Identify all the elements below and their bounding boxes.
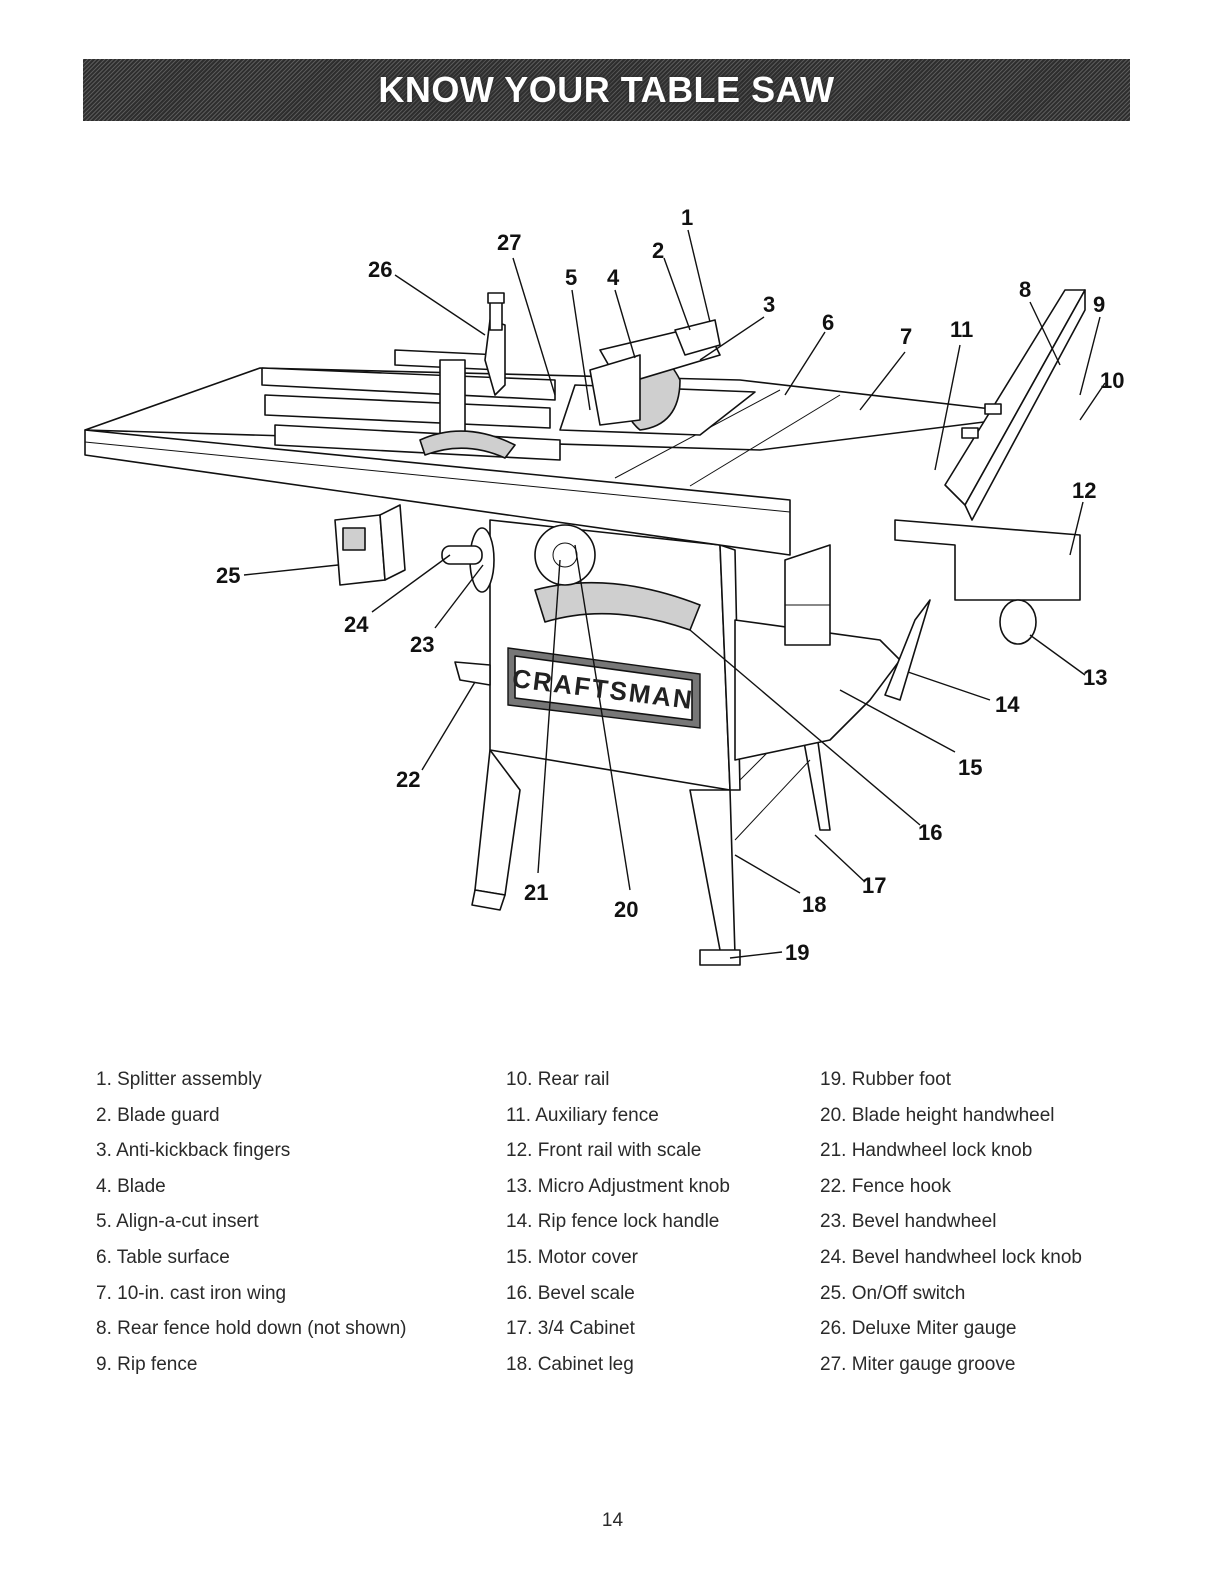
legend-column-1: 1. Splitter assembly 2. Blade guard 3. A… — [96, 1068, 436, 1388]
callout-5: 5 — [565, 265, 577, 290]
list-item: 24. Bevel handwheel lock knob — [820, 1246, 1082, 1268]
list-item: 7. 10-in. cast iron wing — [96, 1282, 287, 1304]
list-item: 21. Handwheel lock knob — [820, 1140, 1033, 1162]
callout-17: 17 — [862, 873, 886, 898]
callout-26: 26 — [368, 257, 392, 282]
callout-22: 22 — [396, 767, 420, 792]
list-item: 3. Anti-kickback fingers — [96, 1140, 291, 1162]
callout-1: 1 — [681, 205, 693, 230]
list-item: 4. Blade — [96, 1175, 166, 1197]
callout-27: 27 — [497, 230, 521, 255]
parts-legend: 1. Splitter assembly 2. Blade guard 3. A… — [0, 1068, 1225, 1398]
table-saw-illustration: 1 2 3 4 5 6 7 11 8 9 10 12 13 14 15 16 1… — [84, 205, 1124, 966]
list-item: 6. Table surface — [96, 1246, 230, 1268]
list-item: 12. Front rail with scale — [506, 1140, 702, 1162]
list-item: 5. Align-a-cut insert — [96, 1211, 259, 1233]
callout-3: 3 — [763, 292, 775, 317]
list-item: 16. Bevel scale — [506, 1282, 635, 1304]
list-item: 2. Blade guard — [96, 1104, 220, 1126]
callout-7: 7 — [900, 324, 912, 349]
callout-23: 23 — [410, 632, 434, 657]
callout-13: 13 — [1083, 665, 1107, 690]
callout-leaders — [243, 229, 1106, 959]
callout-12: 12 — [1072, 478, 1096, 503]
list-item: 8. Rear fence hold down (not shown) — [96, 1318, 407, 1340]
list-item: 25. On/Off switch — [820, 1282, 966, 1304]
list-item: 10. Rear rail — [506, 1069, 610, 1090]
callout-14: 14 — [995, 692, 1020, 717]
callout-25: 25 — [216, 563, 240, 588]
saw-illustration — [84, 289, 1086, 966]
callout-16: 16 — [918, 820, 942, 845]
page-number: 14 — [601, 1510, 624, 1531]
header-banner: KNOW YOUR TABLE SAW — [83, 59, 1130, 121]
callout-6: 6 — [822, 310, 834, 335]
legend-column-2: 10. Rear rail 11. Auxiliary fence 12. Fr… — [506, 1068, 846, 1388]
callout-20: 20 — [614, 897, 638, 922]
list-item: 20. Blade height handwheel — [820, 1104, 1055, 1126]
callout-18: 18 — [802, 892, 826, 917]
callout-21: 21 — [524, 880, 548, 905]
list-item: 9. Rip fence — [96, 1353, 198, 1375]
list-item: 22. Fence hook — [820, 1175, 951, 1197]
callout-24: 24 — [344, 612, 369, 637]
list-item: 27. Miter gauge groove — [820, 1353, 1016, 1375]
callout-9: 9 — [1093, 292, 1105, 317]
list-item: 18. Cabinet leg — [506, 1353, 634, 1375]
callout-15: 15 — [958, 755, 982, 780]
list-item: 15. Motor cover — [506, 1246, 638, 1268]
callout-11: 11 — [950, 317, 973, 342]
list-item: 13. Micro Adjustment knob — [506, 1175, 730, 1197]
list-item: 26. Deluxe Miter gauge — [820, 1318, 1017, 1340]
list-item: 1. Splitter assembly — [96, 1069, 262, 1090]
list-item: 19. Rubber foot — [820, 1069, 951, 1090]
legend-column-3: 19. Rubber foot 20. Blade height handwhe… — [820, 1068, 1160, 1388]
table-saw-diagram: 1 2 3 4 5 6 7 11 8 9 10 12 13 14 15 16 1… — [0, 170, 1225, 1000]
callout-8: 8 — [1019, 277, 1031, 302]
list-item: 14. Rip fence lock handle — [506, 1211, 720, 1233]
callout-10: 10 — [1100, 368, 1124, 393]
callout-4: 4 — [607, 265, 620, 290]
list-item: 23. Bevel handwheel — [820, 1211, 997, 1233]
callout-2: 2 — [652, 238, 664, 263]
list-item: 17. 3/4 Cabinet — [506, 1318, 635, 1340]
page-title: KNOW YOUR TABLE SAW — [378, 69, 835, 110]
callout-19: 19 — [785, 940, 809, 965]
list-item: 11. Auxiliary fence — [506, 1104, 659, 1126]
